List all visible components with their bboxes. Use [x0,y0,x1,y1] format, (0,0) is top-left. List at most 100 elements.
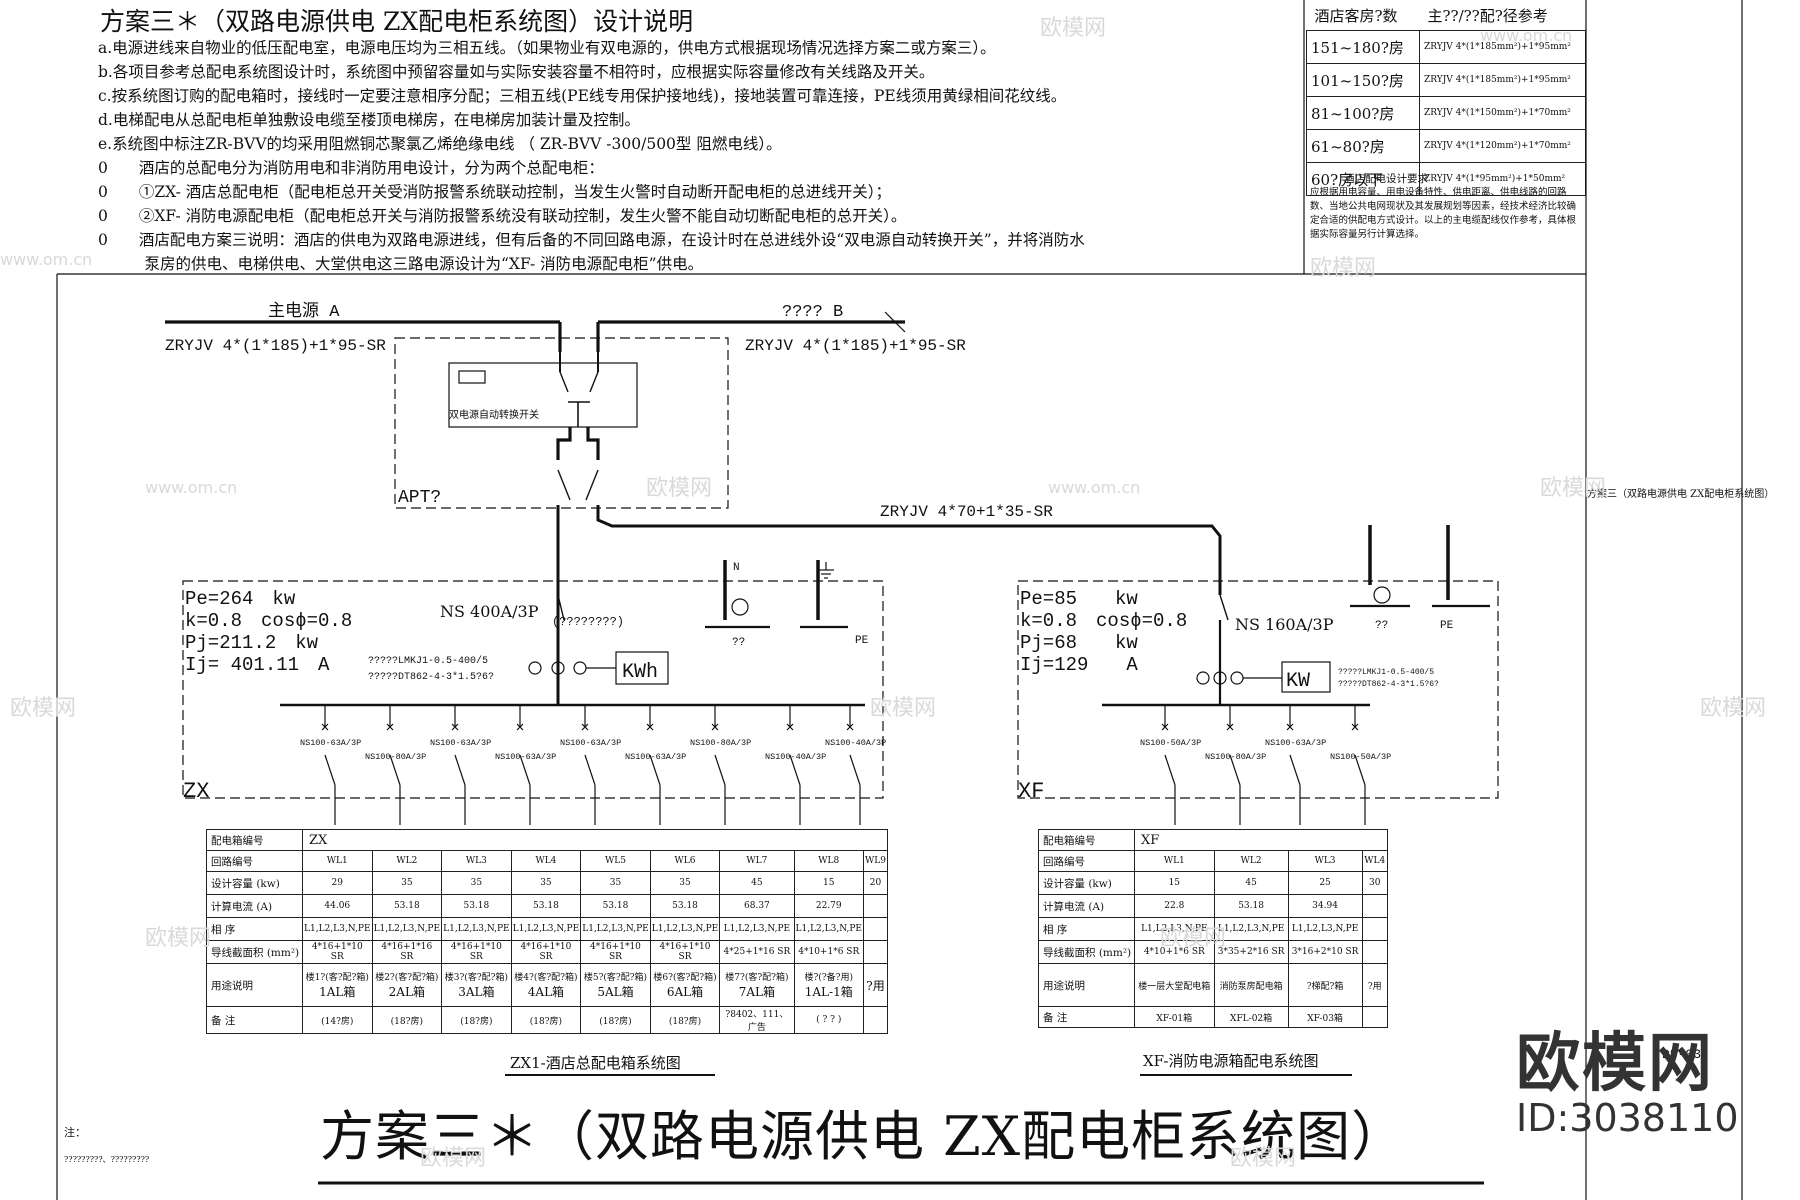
branch-breaker-label: NS100-80A/3P [1205,752,1266,762]
brand-id: ID:3038110 [1516,1096,1739,1140]
watermark: 欧模网 [1700,696,1767,721]
table-cell [862,894,889,918]
ats-output-zx [556,427,572,460]
table-cell: L1,L2,L3,N,PE [371,917,443,941]
usage-top: 楼7?(客?配?箱) [725,973,789,983]
table-cell: 68.37 [719,894,795,918]
watermark: 欧模网 [646,476,713,501]
table-cell: 53.18 [371,894,443,918]
table-cell: 4*16+1*16 SR [371,940,443,964]
table-cell: (18?房) [649,1006,721,1034]
brand-logo: 欧模网 [1516,1027,1714,1101]
ref-header-right: 主??/??配?径参考 [1427,6,1548,25]
xf-branch-circuits: NS100-50A/3PNS100-80A/3PNS100-63A/3PNS10… [1140,705,1391,825]
table-cell: WL9 [862,850,889,872]
watermark-url: www.om.cn [1048,478,1141,497]
table-row: 用途说明楼1?(客?配?箱)1AL箱楼2?(客?配?箱)2AL箱楼3?(客?配?… [206,963,889,1007]
table-cell: 35 [649,871,721,895]
xf-ct-1 [1196,671,1210,685]
table-cell: 4*10+1*6 SR [1134,940,1215,964]
table-cell: WL2 [371,850,443,872]
table-cell: 消防泵房配电箱 [1213,963,1289,1007]
ref-cable: ZRYJV 4*(1*150mm²)+1*70mm² [1419,96,1586,130]
notes-line: d.电梯配电从总配电柜单独敷设电缆至楼顶电梯房，在电梯房加装计量及控制。 [98,111,640,129]
table-cell: 楼5?(客?配?箱)5AL箱 [580,963,651,1007]
table-cell: ?8402、111、广告 [719,1006,795,1034]
table-cell: WL6 [649,850,721,872]
zx-meter-label: KWh [622,661,658,684]
footer-note: 注： [64,1125,86,1139]
table-cell: 楼7?(客?配?箱) 7AL箱 [719,963,795,1007]
notes-line: c.按系统图订购的配电箱时，接线时一定要注意相序分配；三相五线(PE线专用保护接… [98,87,1067,105]
table-cell: 楼3?(客?配?箱)3AL箱 [441,963,512,1007]
xf-isolator [585,469,599,501]
branch-breaker-label: NS100-63A/3P [625,752,686,762]
usage-bottom: 6AL箱 [666,985,704,999]
usage-bottom: 1AL-1箱 [804,985,853,999]
table-cell: 35 [510,871,582,895]
table-cell: 20 [862,871,889,895]
zx-meter-model: ?????DT862-4-3*1.5?6? [368,671,494,683]
xf-feeder [596,505,1222,595]
branch-circuit: NS100-80A/3P [690,705,751,825]
table-cell: L1,L2,L3,N,PE [580,917,651,941]
usage-top: 楼6?(客?配?箱) [653,973,717,983]
table-cell: 35 [371,871,443,895]
apt-box [394,337,729,509]
row-header: 计算电流 (A) [1038,894,1135,918]
branch-breaker-label: NS100-63A/3P [300,738,361,748]
table-cell: 4*16+1*10 SR [441,940,512,964]
ref-cable: ZRYJV 4*(1*185mm²)+1*95mm² [1419,63,1586,97]
table-cell [862,1006,889,1034]
xf-ct-label: ?????LMKJ1-0.5-400/5 [1338,668,1434,677]
xf-n-terminal [1373,586,1391,604]
table-cell: (18?房) [580,1006,651,1034]
zx-panel-label: ZX [183,779,209,804]
ats-label: 双电源自动转换开关 [449,408,539,421]
usage-top: 楼?(?备?用) [804,973,853,983]
table-cell: 配电箱编号 [206,829,303,851]
drawing-title: 方案三＊（双路电源供电 ZX配电柜系统图） [320,1105,1407,1168]
row-header: 备 注 [1038,1006,1135,1028]
row-header: 导线截面积 (mm²) [206,940,303,964]
table-cell: 4*25+1*16 SR [719,940,795,964]
zx-ct-2 [551,661,565,675]
table-cell: 3*35+2*16 SR [1213,940,1289,964]
table-cell: (18?房) [441,1006,512,1034]
zx-ct-1 [528,661,542,675]
zx-k: k=0.8 cosϕ=0.8 [185,610,352,632]
table-row: 配电箱编号 XF [1038,829,1388,851]
table-cell: 楼1?(客?配?箱) 1AL箱 [302,963,373,1007]
xf-n-sub: ?? [1375,620,1388,632]
usage-top: 楼2?(客?配?箱) [375,973,439,983]
branch-breaker-label: NS100-63A/3P [495,752,556,762]
usage-top: 楼1?(客?配?箱) [305,973,369,983]
branch-circuit: NS100-63A/3P [560,705,621,825]
branch-breaker-label: NS100-63A/3P [430,738,491,748]
zx-kwh-meter [615,651,669,685]
table-cell: XF [1134,829,1388,851]
table-cell: WL2 [1213,850,1289,872]
branch-circuit: NS100-63A/3P [300,705,361,825]
usage-bottom: 4AL箱 [527,985,565,999]
table-cell: L1,L2,L3,N,PE [1287,917,1363,941]
zx-breaker-label: NS 400A/3P [440,602,539,621]
usage-bottom: 7AL箱 [738,985,776,999]
xf-pe-sub: PE [1440,620,1454,632]
table-cell: ZX [302,829,888,851]
table-cell: 45 [1213,871,1289,895]
usage-bottom: 1AL箱 [319,985,356,999]
notes-line: 0 酒店的总配电分为消防用电和非消防用电设计，分为两个总配电柜： [98,159,604,177]
branch-breaker-label: NS100-40A/3P [765,752,826,762]
table-cell [862,940,889,964]
table-cell: L1,L2,L3,N,PE [510,917,582,941]
table-cell: 35 [441,871,512,895]
notes-line: b.各项目参考总配电系统图设计时，系统图中预留容量如与实际安装容量不相符时，应根… [98,63,935,81]
table-cell: XF-03箱 [1287,1006,1363,1028]
